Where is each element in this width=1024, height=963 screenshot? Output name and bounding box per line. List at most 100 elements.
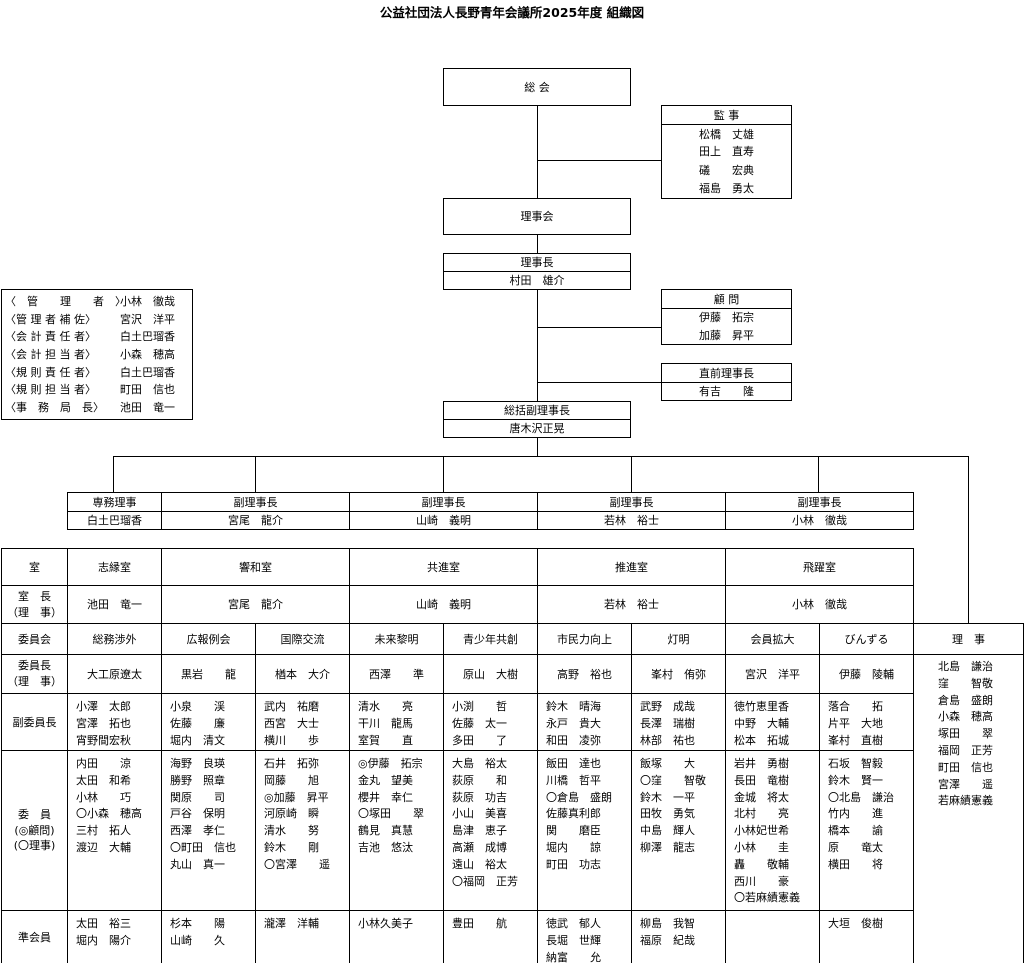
officer-row: 〈会 計 責 任 者〉白土巴瑠香 bbox=[2, 328, 192, 346]
person-name: 小林久美子 bbox=[358, 917, 413, 930]
vp-name: 若林 裕士 bbox=[538, 511, 725, 529]
senior-vp-name: 唐木沢正晃 bbox=[444, 419, 630, 437]
committee-chair: 原山 大樹 bbox=[443, 654, 538, 694]
committee-name: 灯明 bbox=[631, 623, 726, 655]
president-label: 理事長 bbox=[520, 256, 554, 269]
person-name: 武野 成哉 bbox=[640, 700, 695, 713]
person-name: 堀内 陽介 bbox=[76, 933, 131, 947]
vice-chair-list: 小澤 太郎宮澤 拓也宵野間宏秋 bbox=[67, 693, 162, 751]
vp-box: 専務理事白土巴瑠香 bbox=[67, 492, 162, 530]
room-name: 響和室 bbox=[161, 548, 350, 586]
person-name: 金丸 望美 bbox=[358, 773, 413, 787]
officer-name: 町田 信也 bbox=[120, 383, 175, 397]
associate-list: 大垣 俊樹 bbox=[819, 910, 914, 963]
vp-name: 小林 徹哉 bbox=[726, 511, 913, 529]
person-name: 金城 将太 bbox=[734, 790, 789, 804]
person-name: 窪 智敬 bbox=[938, 676, 993, 690]
person-name: 長澤 瑞樹 bbox=[640, 716, 695, 730]
member-list: 岩井 勇樹長田 竜樹金城 将太北村 亮小林妃世希小林 圭轟 敬輔西川 豪〇若麻績… bbox=[725, 750, 820, 911]
person-name: 大垣 俊樹 bbox=[828, 917, 883, 930]
board-box: 理事会 bbox=[443, 198, 631, 235]
connector-line bbox=[537, 106, 538, 198]
person-name: ◎伊藤 拓宗 bbox=[358, 757, 423, 770]
officer-row: 〈規 則 担 当 者〉町田 信也 bbox=[2, 381, 192, 399]
person-name: 轟 敬輔 bbox=[734, 857, 789, 871]
person-name: 渡辺 大輔 bbox=[76, 840, 131, 854]
president-name: 村田 雄介 bbox=[444, 271, 630, 289]
row-label-room-chief: 室 長 （理 事） bbox=[1, 585, 68, 624]
officer-row: 〈会 計 担 当 者〉小森 穂高 bbox=[2, 346, 192, 364]
person-name: 小林妃世希 bbox=[734, 824, 789, 838]
connector-line bbox=[255, 456, 256, 493]
person-name: 鈴木 剛 bbox=[264, 840, 319, 854]
committee-name: 未来黎明 bbox=[349, 623, 444, 655]
person-name: 豊田 航 bbox=[452, 917, 507, 930]
person-name: 内田 涼 bbox=[76, 757, 131, 770]
committee-name: 青少年共創 bbox=[443, 623, 538, 655]
vice-chair-list: 小渕 哲佐藤 太一多田 了 bbox=[443, 693, 538, 751]
room-name: 推進室 bbox=[537, 548, 726, 586]
person-name: 横川 歩 bbox=[264, 733, 319, 747]
connector-line bbox=[537, 290, 538, 401]
vp-title: 専務理事 bbox=[92, 495, 137, 509]
officer-name: 小森 穂高 bbox=[120, 348, 175, 362]
person-name: 河原崎 瞬 bbox=[264, 807, 319, 821]
committee-name: 総務渉外 bbox=[67, 623, 162, 655]
vp-box: 副理事長小林 徹哉 bbox=[725, 492, 914, 530]
directors-header: 理 事 bbox=[913, 623, 1024, 655]
member-list: 大島 裕太荻原 和荻原 功吉小山 美喜島津 恵子高瀬 成博遠山 裕太〇福岡 正芳 bbox=[443, 750, 538, 911]
room-name: 共進室 bbox=[349, 548, 538, 586]
member-list: 石坂 智毅鈴木 賢一〇北島 謙治竹内 進橋本 諭原 竜太横田 将 bbox=[819, 750, 914, 911]
person-name: 若麻績憲義 bbox=[938, 794, 993, 808]
connector-line bbox=[537, 382, 661, 383]
auditors-header: 監 事 bbox=[713, 108, 740, 122]
vp-box: 副理事長宮尾 龍介 bbox=[161, 492, 350, 530]
committee-name: 会員拡大 bbox=[725, 623, 820, 655]
advisor-name: 伊藤 拓宗 bbox=[662, 308, 791, 326]
person-name: 宮澤 遥 bbox=[938, 777, 993, 791]
person-name: 三村 拓人 bbox=[76, 824, 131, 838]
committee-name: びんずる bbox=[819, 623, 914, 655]
person-name: 佐藤 太一 bbox=[452, 716, 507, 730]
committee-name: 広報例会 bbox=[161, 623, 256, 655]
person-name: 室賀 直 bbox=[358, 733, 413, 747]
committee-chair: 大工原遼太 bbox=[67, 654, 162, 694]
vp-name: 白土巴瑠香 bbox=[68, 511, 161, 529]
officer-name: 白土巴瑠香 bbox=[120, 365, 175, 379]
person-name: 荻原 功吉 bbox=[452, 790, 507, 804]
person-name: 西川 豪 bbox=[734, 874, 789, 888]
room-chief-name: 若林 裕士 bbox=[537, 585, 726, 624]
officer-name: 小林 徹哉 bbox=[120, 295, 175, 309]
associate-list bbox=[725, 910, 820, 963]
room-chief-name: 小林 徹哉 bbox=[725, 585, 914, 624]
person-name: 長堀 世輝 bbox=[546, 933, 601, 947]
vice-chair-list: 武内 祐磨西宮 大士横川 歩 bbox=[255, 693, 350, 751]
advisors-box: 顧 問伊藤 拓宗加藤 昇平 bbox=[661, 289, 792, 345]
person-name: 大島 裕太 bbox=[452, 757, 507, 770]
person-name: 岡藤 旭 bbox=[264, 773, 319, 787]
officer-name: 白土巴瑠香 bbox=[120, 330, 175, 344]
auditor-name: 礒 宏典 bbox=[699, 163, 754, 177]
vice-chair-list: 落合 拓片平 大地峯村 直樹 bbox=[819, 693, 914, 751]
person-name: 丸山 真一 bbox=[170, 857, 225, 871]
person-name: 宵野間宏秋 bbox=[76, 733, 131, 747]
vice-chair-list: 鈴木 晴海永戸 貴大和田 凌弥 bbox=[537, 693, 632, 751]
auditors-box: 監 事松橋 丈雄田上 直寿礒 宏典福島 勇太 bbox=[661, 105, 792, 199]
vice-chair-list: 清水 亮干川 龍馬室賀 直 bbox=[349, 693, 444, 751]
person-name: 〇塚田 翠 bbox=[358, 807, 424, 821]
person-name: 小林 圭 bbox=[734, 840, 789, 854]
row-label-members: 委 員 (◎顧問) (〇理事) bbox=[1, 750, 68, 911]
committee-chair: 宮沢 洋平 bbox=[725, 654, 820, 694]
person-name: 福原 紀哉 bbox=[640, 933, 695, 947]
committee-name: 市民力向上 bbox=[537, 623, 632, 655]
member-list: ◎伊藤 拓宗金丸 望美櫻井 幸仁〇塚田 翠鶴見 真慧吉池 悠汰 bbox=[349, 750, 444, 911]
connector-line bbox=[443, 456, 444, 493]
person-name: 飯塚 大 bbox=[640, 757, 695, 770]
person-name: 田牧 勇気 bbox=[640, 807, 695, 821]
person-name: 西宮 大士 bbox=[264, 716, 319, 730]
person-name: 関 磨臣 bbox=[546, 824, 601, 838]
room-name: 飛躍室 bbox=[725, 548, 914, 586]
associate-list: 柳島 我智福原 紀哉 bbox=[631, 910, 726, 963]
committee-chair: 楢本 大介 bbox=[255, 654, 350, 694]
connector-line bbox=[968, 456, 969, 623]
